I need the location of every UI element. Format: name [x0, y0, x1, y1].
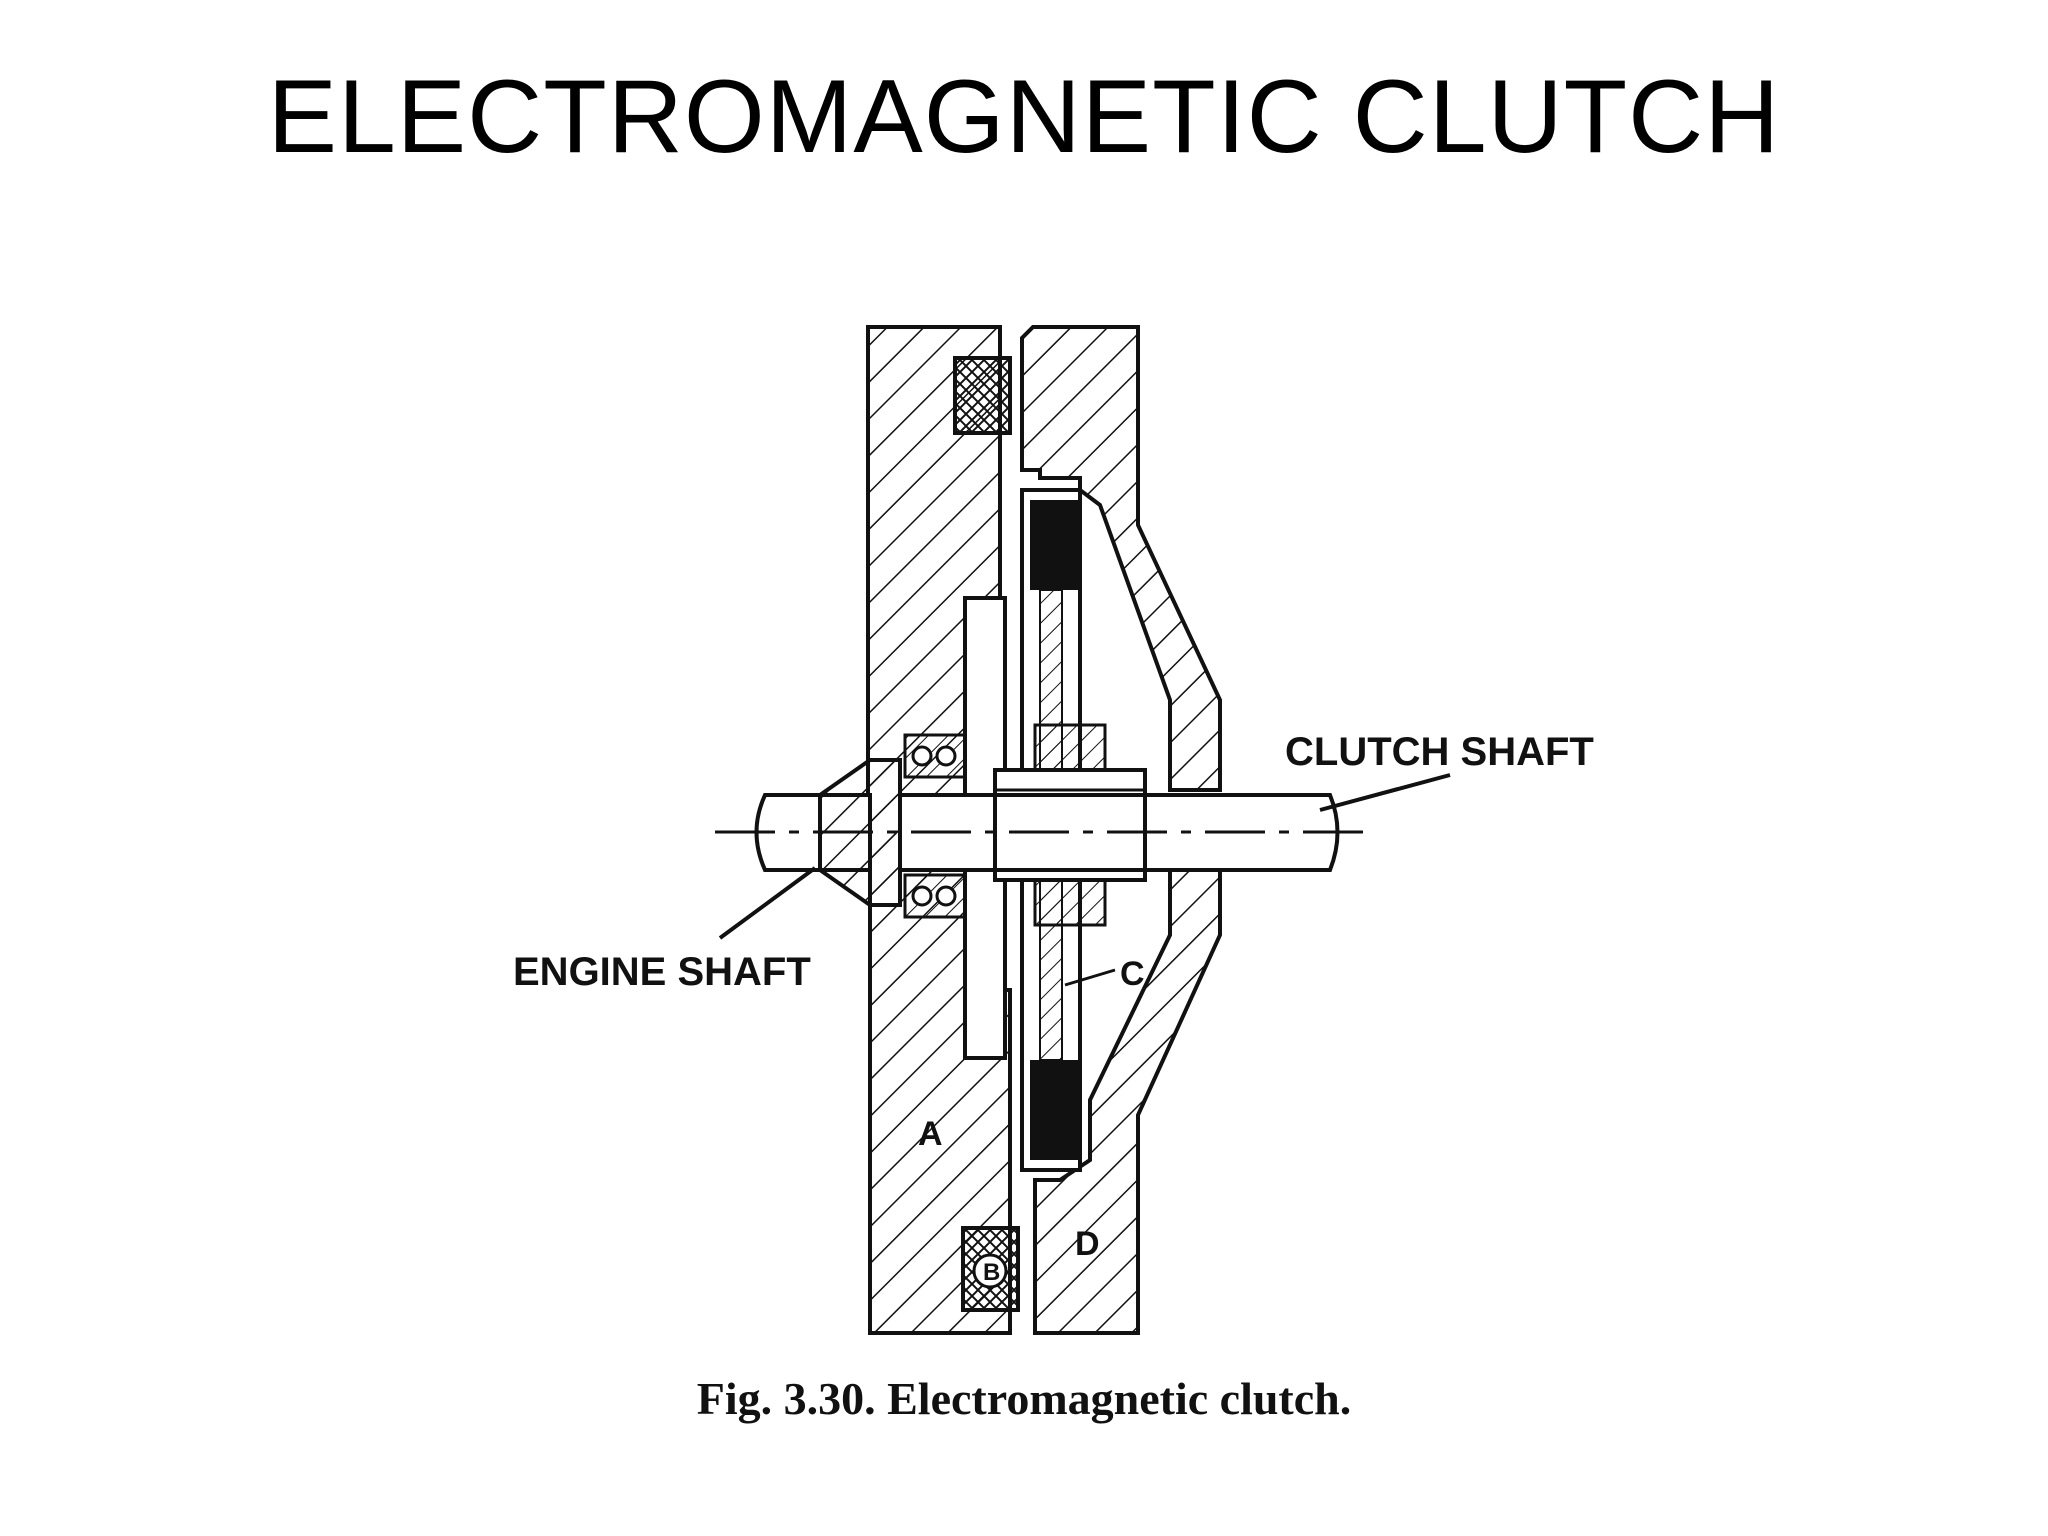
part-d-label: D	[1075, 1225, 1100, 1263]
engine-shaft-leader	[718, 866, 817, 940]
engine-shaft-label: ENGINE SHAFT	[513, 950, 811, 994]
part-c-leader	[1064, 968, 1116, 987]
pressure-plate-d	[1020, 325, 1222, 1335]
winding-top	[953, 356, 1012, 435]
clutch-shaft-leader	[1319, 773, 1451, 812]
figure-caption: Fig. 3.30. Electromagnetic clutch.	[696, 1373, 1352, 1424]
pilot-bearing	[903, 733, 967, 919]
winding-bottom-b	[961, 1226, 1020, 1312]
part-c-label: C	[1120, 955, 1145, 993]
part-b-label: B	[983, 1259, 1000, 1286]
slide-title: ELECTROMAGNETIC CLUTCH	[267, 59, 1781, 175]
part-a-label: A	[918, 1115, 943, 1153]
clutch-shaft-label: CLUTCH SHAFT	[1285, 730, 1594, 774]
